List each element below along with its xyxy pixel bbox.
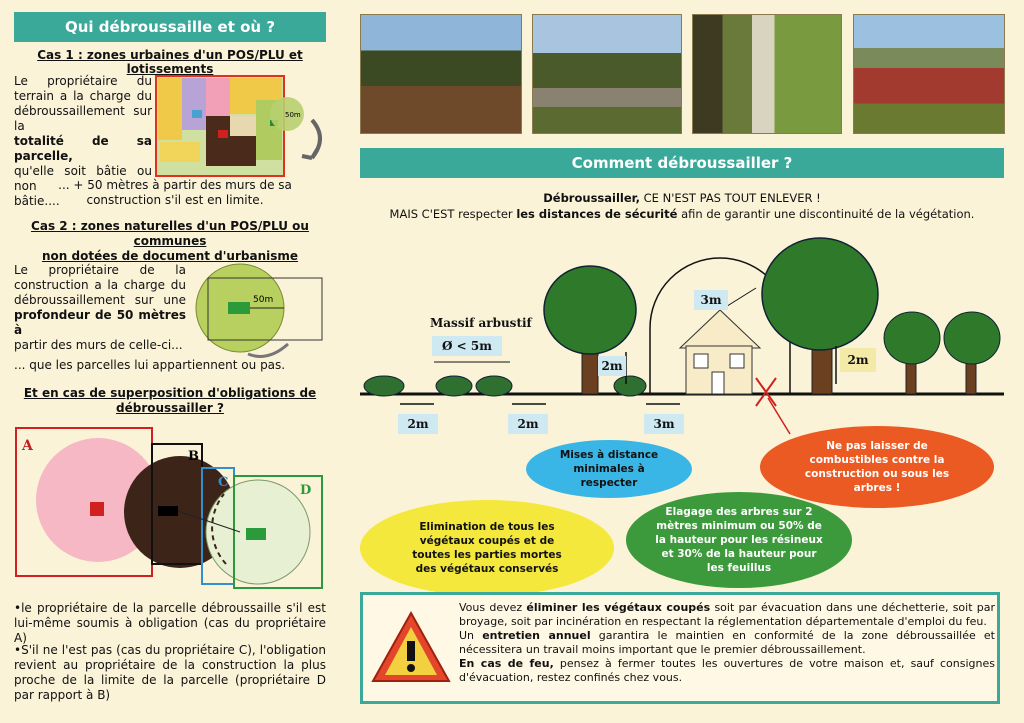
- left-header: Qui débroussaille et où ?: [14, 12, 326, 42]
- ground-dist-1: 2m: [398, 414, 438, 434]
- label-b: B: [188, 449, 199, 464]
- ellipse-distances: Mises à distance minimales à respecter: [526, 440, 692, 498]
- ellipse-combustibles: Ne pas laisser de combustibles contre la…: [760, 426, 994, 508]
- overlap-diagram: A B C D: [15, 427, 323, 589]
- dist-2m-mid: 2m: [598, 356, 626, 376]
- bullet-1: •le propriétaire de la parcelle débrouss…: [14, 601, 326, 645]
- cas2-diagram: 50m: [195, 263, 323, 358]
- label-c: C: [218, 475, 228, 490]
- info-box: Vous devez éliminer les végétaux coupés …: [360, 592, 1000, 704]
- ground-dist-2: 2m: [508, 414, 548, 434]
- cas2-after: ... que les parcelles lui appartiennent …: [14, 358, 286, 372]
- ground-dist-3: 3m: [644, 414, 684, 434]
- photo-1: [360, 14, 522, 134]
- photo-2: [532, 14, 682, 134]
- intro: Débroussailler, CE N'EST PAS TOUT ENLEVE…: [389, 191, 975, 221]
- svg-text:50m: 50m: [285, 111, 301, 119]
- label-a: A: [21, 438, 34, 454]
- ellipse-elagage: Elagage des arbres sur 2 mètres minimum …: [626, 492, 852, 588]
- cas1-after: ... + 50 mètres à partir des murs de sa …: [58, 178, 292, 207]
- bullet-2: •S'il ne l'est pas (cas du propriétaire …: [14, 643, 326, 702]
- info-text: Vous devez éliminer les végétaux coupés …: [459, 601, 995, 684]
- dist-2m-right: 2m: [840, 348, 876, 372]
- dist-3m-top: 3m: [694, 290, 728, 310]
- cas1-text: Le propriétaire du terrain a la charge d…: [14, 74, 152, 208]
- massif-label: Massif arbustif: [430, 316, 532, 330]
- cas1-diagram: 50m: [155, 75, 322, 177]
- cas2-title: Cas 2 : zones naturelles d'un POS/PLU ou…: [31, 219, 309, 263]
- right-header: Comment débroussailler ?: [360, 148, 1004, 178]
- ellipse-elimination: Elimination de tous les végétaux coupés …: [360, 500, 614, 596]
- warning-icon: [371, 610, 451, 682]
- diameter-label: Ø < 5m: [432, 336, 502, 356]
- cas2-text: Le propriétaire de la construction a la …: [14, 263, 186, 352]
- svg-text:50m: 50m: [253, 295, 273, 305]
- photo-3: [692, 14, 842, 134]
- overlap-title: Et en cas de superposition d'obligations…: [23, 386, 317, 415]
- photo-4: [853, 14, 1005, 134]
- distance-scene: [360, 237, 1004, 435]
- cas1-title: Cas 1 : zones urbaines d'un POS/PLU et l…: [37, 48, 303, 76]
- label-d: D: [300, 483, 311, 498]
